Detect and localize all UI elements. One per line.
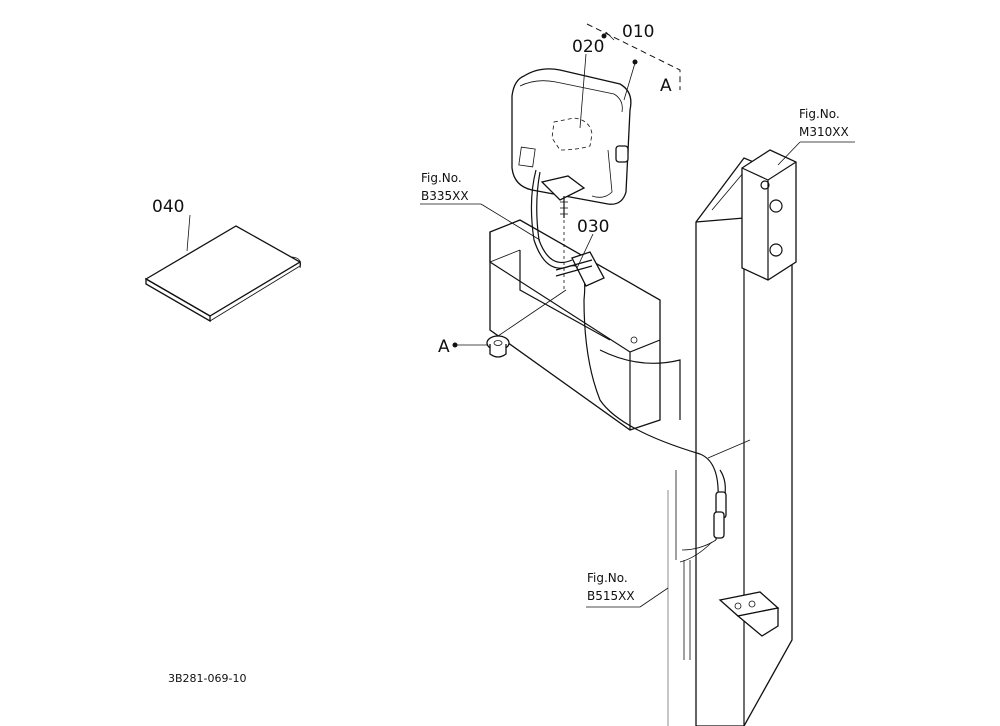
fig-b515-code: B515XX [587, 589, 635, 603]
drawing-id: 3B281-069-10 [168, 672, 246, 685]
flange-nut [486, 335, 510, 358]
fig-b335-label: Fig.No. [421, 171, 462, 185]
work-lamp [511, 68, 632, 218]
wire-harness [530, 169, 727, 563]
ref-a-top: A [660, 76, 672, 96]
fig-b515-label: Fig.No. [587, 571, 628, 585]
fig-m310-code: M310XX [799, 125, 849, 139]
fig-b335-code: B335XX [421, 189, 469, 203]
mount-bar [489, 219, 681, 431]
manual-booklet [144, 214, 302, 323]
leader-lines [420, 23, 855, 608]
small-bracket [718, 591, 780, 637]
part-number-020: 020 [572, 37, 604, 57]
bulb [551, 117, 593, 151]
part-number-010: 010 [622, 22, 654, 42]
part-number-040: 040 [152, 197, 184, 217]
fig-m310-label: Fig.No. [799, 107, 840, 121]
vertical-post [667, 149, 797, 726]
part-number-030: 030 [577, 217, 609, 237]
ref-a-left: A [438, 337, 450, 357]
